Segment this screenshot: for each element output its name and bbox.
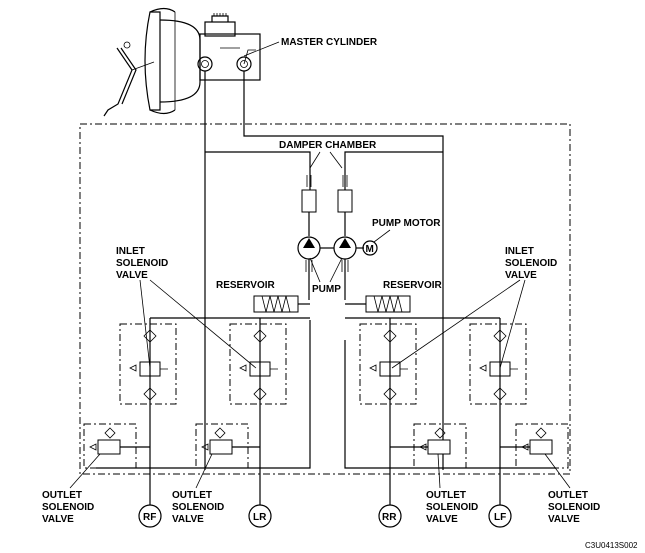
wheel-lr-label: LR (253, 512, 267, 523)
brake-pedal (103, 41, 155, 117)
outlet-1-label-2: SOLENOID (42, 502, 94, 513)
reservoir-left (253, 295, 310, 313)
master-cylinder (197, 13, 261, 81)
outlet-4-label-1: OUTLET (548, 490, 588, 501)
inlet-left-label-2: SOLENOID (116, 258, 168, 269)
supply-lines (150, 71, 500, 470)
pump-label: PUMP (312, 284, 341, 295)
inlet-left-leader (139, 279, 257, 369)
pump-motor-leader (373, 229, 391, 243)
outlet-1-leader (69, 453, 101, 489)
outlet-1-label-3: VALVE (42, 514, 74, 525)
outlet-3-label-1: OUTLET (426, 490, 466, 501)
inlet-left-label-3: VALVE (116, 270, 148, 281)
outlet-4-label-3: VALVE (548, 514, 580, 525)
figure-code: C3U0413S002 (585, 541, 638, 550)
outlet-valve-3 (390, 423, 467, 469)
outlet-valve-4 (500, 423, 569, 469)
outlet-2-label-3: VALVE (172, 514, 204, 525)
reservoir-right (345, 295, 411, 313)
inlet-right-leader (391, 279, 526, 369)
wheel-rf: RF (138, 470, 162, 528)
inlet-valve-lf (469, 318, 527, 470)
inlet-right-label-3: VALVE (505, 270, 537, 281)
wheel-rf-label: RF (143, 512, 156, 523)
hydraulic-unit-outline (79, 123, 571, 475)
pump-motor-label: PUMP MOTOR (372, 218, 441, 229)
outlet-2-label-2: SOLENOID (172, 502, 224, 513)
wheel-lr: LR (248, 470, 272, 528)
outlet-3-label-3: VALVE (426, 514, 458, 525)
outlet-1-label-1: OUTLET (42, 490, 82, 501)
outlet-2-label-1: OUTLET (172, 490, 212, 501)
return-line (96, 340, 556, 469)
wheel-rr-label: RR (382, 512, 397, 523)
reservoir-left-label: RESERVOIR (216, 280, 275, 291)
wheel-rr: RR (378, 470, 402, 528)
outlet-3-label-2: SOLENOID (426, 502, 478, 513)
outlet-3-leader (437, 453, 441, 489)
wheel-lf-label: LF (494, 512, 506, 523)
reservoir-right-label: RESERVOIR (383, 280, 442, 291)
wheel-lf: LF (488, 470, 512, 528)
outlet-2-leader (195, 453, 213, 489)
master-cylinder-leader (243, 41, 280, 57)
inlet-valve-lr (229, 318, 287, 470)
damper-chamber-label: DAMPER CHAMBER (279, 140, 377, 151)
motor-symbol: M (366, 244, 374, 255)
outlet-4-leader (544, 453, 571, 489)
inlet-left-label-1: INLET (116, 246, 145, 257)
pump-leader (309, 257, 343, 283)
pump-assembly (297, 236, 364, 300)
outlet-valve-2 (195, 423, 260, 469)
outlet-4-label-2: SOLENOID (548, 502, 600, 513)
brake-booster (144, 7, 201, 115)
damper-chamber-leader (309, 151, 343, 169)
inlet-right-label-2: SOLENOID (505, 258, 557, 269)
inlet-right-label-1: INLET (505, 246, 534, 257)
damper-chamber (301, 175, 353, 236)
pump-motor: M (362, 240, 378, 256)
master-cylinder-label: MASTER CYLINDER (281, 37, 378, 48)
